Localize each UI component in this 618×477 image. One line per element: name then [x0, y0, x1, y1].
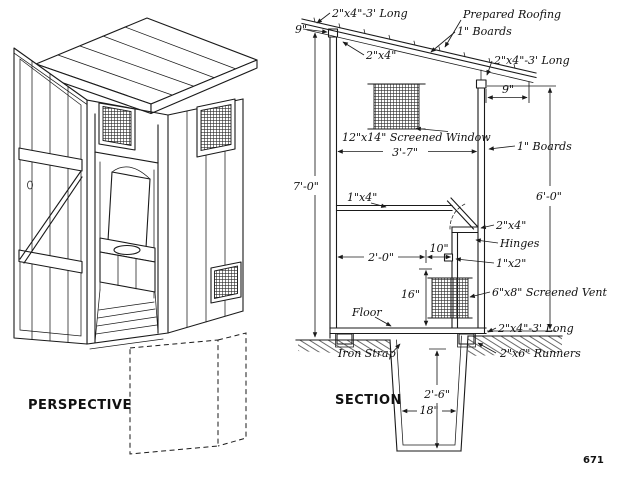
open-lid — [446, 197, 478, 230]
perspective-roof — [35, 17, 258, 115]
label-bottom-brace: 2"x4"-3' Long — [497, 322, 574, 335]
label-floor: Floor — [351, 306, 382, 319]
perspective-front-wall — [94, 102, 159, 343]
section-labels: 2"x4"-3' Long Prepared Roofing 1" Boards… — [293, 7, 607, 417]
rail-1x4 — [335, 204, 453, 212]
section-leaders — [302, 12, 516, 354]
label-screened-window: 12"x14" Screened Window — [342, 131, 491, 144]
label-seat-top: 10" — [429, 242, 448, 255]
front-screened-window — [98, 102, 136, 151]
ground-hatch — [295, 335, 563, 356]
label-seat-2x4: 2"x4" — [495, 219, 526, 232]
section-vent — [427, 277, 473, 319]
pit — [389, 335, 469, 452]
section-view: 2"x4"-3' Long Prepared Roofing 1" Boards… — [293, 7, 607, 452]
seat-hole — [113, 244, 141, 256]
label-top-brace: 2"x4"-3' Long — [331, 7, 408, 20]
label-seat-depth: 2'-0" — [367, 251, 394, 264]
front-wall — [329, 28, 338, 339]
section-caption: SECTION — [335, 393, 402, 408]
label-plate-2x4: 2"x4" — [365, 49, 396, 62]
front-top-plate — [327, 28, 339, 38]
label-pit-width: 18" — [419, 404, 438, 417]
perspective-caption: PERSPECTIVE — [28, 398, 132, 413]
label-prepared-roofing: Prepared Roofing — [462, 8, 561, 21]
label-cleat-1x2: 1"x2" — [496, 257, 526, 270]
perspective-pit-dashed — [129, 332, 247, 455]
page-number: 671 — [583, 455, 604, 466]
door-batten-upper — [18, 147, 83, 172]
seat-bench — [99, 237, 156, 293]
cleat-1x2 — [443, 253, 454, 262]
raised-seat-lid — [107, 166, 151, 249]
label-interior-width: 3'-7" — [392, 146, 418, 159]
label-boards-right: 1" Boards — [517, 140, 572, 153]
label-overhang-right: 9" — [502, 83, 514, 96]
label-runners: 2"x6" Runners — [499, 347, 581, 360]
label-iron-strap: Iron Strap — [337, 347, 396, 360]
hinge-swing-arc — [449, 203, 466, 230]
rear-top-plate — [475, 79, 487, 89]
section-dimensions — [312, 32, 556, 449]
label-overhang-left: 9" — [295, 23, 307, 36]
door-batten-lower — [18, 249, 83, 274]
vent-box — [210, 261, 242, 304]
label-right-brace: 2"x4"-3' Long — [493, 54, 570, 67]
door-handle-hole — [27, 180, 33, 190]
floor — [329, 327, 487, 335]
roof — [301, 17, 537, 83]
label-pit-depth: 2'-6" — [423, 388, 450, 401]
label-boards-top: 1" Boards — [457, 25, 512, 38]
door-diagonal-brace — [19, 170, 83, 264]
rear-wall — [477, 82, 486, 334]
perspective-open-door — [13, 47, 88, 345]
side-window — [196, 98, 236, 158]
label-screened-vent: 6"x8" Screened Vent — [492, 286, 607, 299]
label-rear-height: 6'-0" — [536, 190, 562, 203]
label-vent-height: 16" — [401, 288, 420, 301]
section-structure — [295, 17, 563, 452]
label-front-height: 7'-0" — [293, 180, 319, 193]
perspective-interior — [94, 161, 242, 343]
perspective-view: PERSPECTIVE — [13, 17, 258, 455]
floor-boards — [94, 289, 159, 343]
label-hinges: Hinges — [499, 237, 540, 250]
section-window — [367, 83, 426, 130]
door-step — [89, 338, 164, 350]
label-rail-1x4: 1"x4" — [347, 191, 377, 204]
